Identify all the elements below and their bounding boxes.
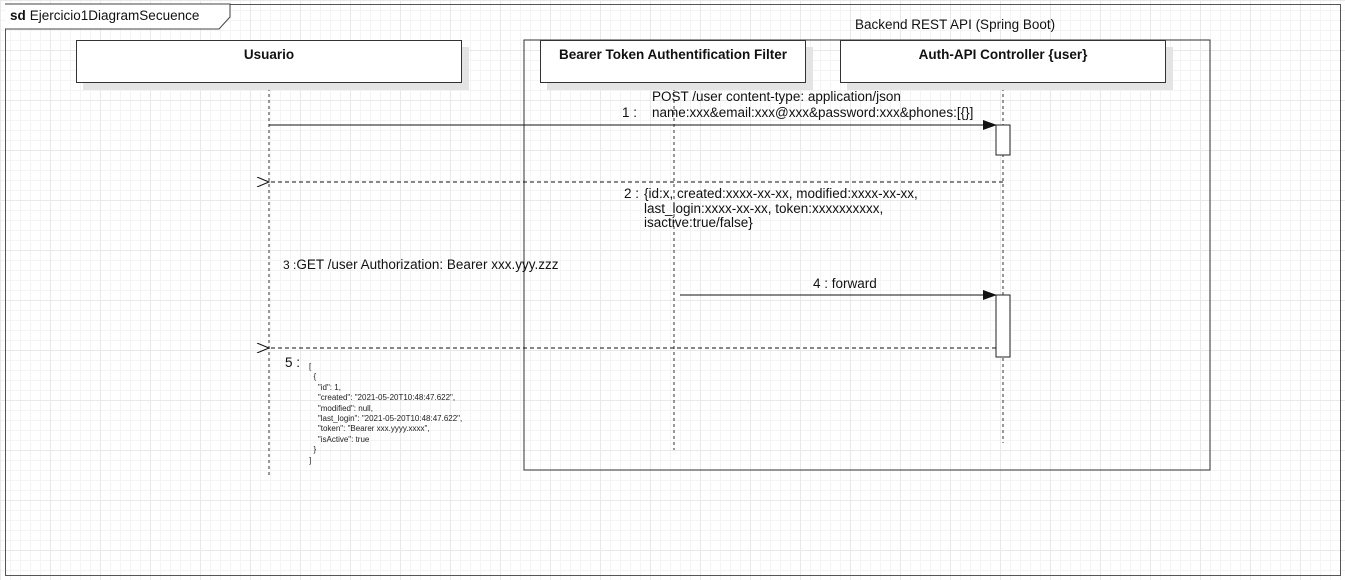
message-5-json: [ { "id": 1, "created": "2021-05-20T10:4… [309,362,462,466]
message-1-line-1: POST /user content-type: application/jso… [652,89,901,104]
json-line: "isActive": true [309,434,370,444]
message-4-number: 4 : [813,276,829,291]
message-3-number: 3 : [283,258,297,272]
lifeline-controller[interactable]: Auth-API Controller {user} [840,40,1166,83]
json-line: "created": "2021-05-20T10:48:47.622", [309,393,456,403]
message-4-label: 4 : forward [813,276,877,291]
frame-name: Ejercicio1DiagramSecuence [29,8,200,23]
lifeline-usuario[interactable]: Usuario [76,40,462,83]
lifeline-filter[interactable]: Bearer Token Authentification Filter [540,40,806,83]
activation-bar-1 [995,124,1011,156]
message-4-text: forward [831,276,877,291]
lifeline-controller-label: Auth-API Controller {user} [918,47,1088,62]
frame-keyword: sd [10,8,26,23]
message-2-line-3: isactive:true/false} [644,215,753,230]
message-2-line-2: last_login:xxxx-xx-xx, token:xxxxxxxxxx, [644,201,884,216]
lifeline-usuario-label: Usuario [243,47,295,62]
message-2-line-1: {id:x, created:xxxx-xx-xx, modified:xxxx… [644,186,918,201]
frame-tab [5,3,231,30]
activation-bar-2 [995,294,1011,358]
json-line: "modified": null, [309,403,373,413]
message-1-number: 1 : [622,105,638,120]
message-2-number: 2 : [624,186,640,201]
backend-region-title: Backend REST API (Spring Boot) [855,17,1056,32]
message-5-number: 5 : [285,355,301,370]
message-3-text: GET /user Authorization: Bearer xxx.yyy.… [296,257,559,272]
json-line: [ [309,362,312,371]
json-line: { [309,372,317,382]
diagram-frame [5,4,1341,576]
json-line: } [309,445,317,455]
json-line: ] [309,455,312,465]
json-line: "id": 1, [309,382,341,392]
json-line: "token": "Bearer xxx.yyyy.xxxx", [309,424,430,434]
message-1-line-2: name:xxx&email:xxx@xxx&password:xxx&phon… [652,105,974,120]
message-3-label: 3 :GET /user Authorization: Bearer xxx.y… [283,257,558,273]
json-line: "last_login": "2021-05-20T10:48:47.622", [309,414,463,424]
lifeline-filter-label: Bearer Token Authentification Filter [558,47,788,62]
